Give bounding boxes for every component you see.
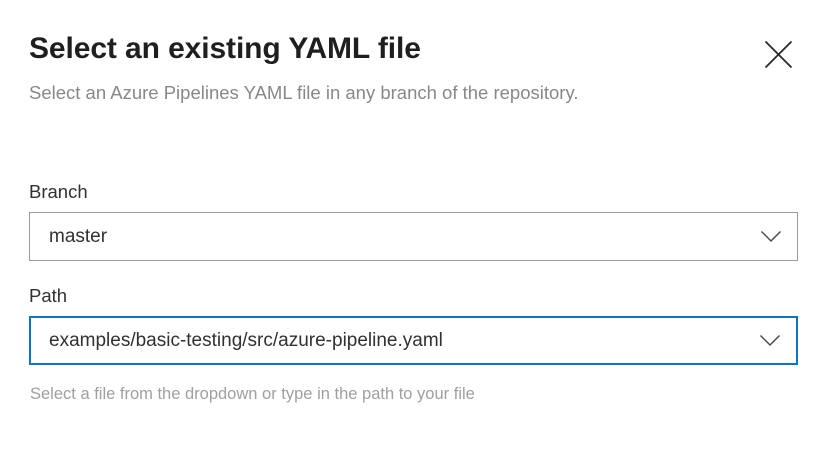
close-icon: [763, 39, 794, 70]
path-helper-text: Select a file from the dropdown or type …: [30, 385, 475, 403]
branch-value: master: [49, 225, 108, 247]
path-value: examples/basic-testing/src/azure-pipelin…: [49, 329, 443, 351]
branch-label: Branch: [29, 181, 88, 202]
branch-dropdown[interactable]: master: [29, 212, 798, 261]
branch-chevron-down-icon[interactable]: [745, 213, 797, 260]
branch-field-group: Branch master: [29, 180, 798, 261]
close-button[interactable]: [756, 34, 800, 74]
dialog-subtitle: Select an Azure Pipelines YAML file in a…: [29, 82, 579, 103]
path-chevron-down-icon[interactable]: [744, 318, 796, 363]
dialog-header: Select an existing YAML file Select an A…: [29, 30, 791, 108]
path-field-group: Path examples/basic-testing/src/azure-pi…: [29, 284, 798, 405]
path-label: Path: [29, 285, 68, 306]
dialog-title: Select an existing YAML file: [29, 32, 421, 65]
path-dropdown[interactable]: examples/basic-testing/src/azure-pipelin…: [29, 316, 798, 365]
yaml-file-form: Branch master Path examples/basic-testin…: [29, 180, 798, 405]
